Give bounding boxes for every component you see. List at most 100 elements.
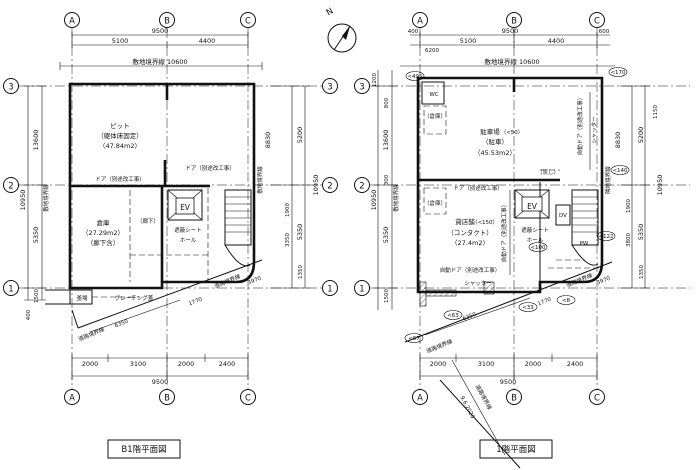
f1-level-170: <170 — [610, 70, 626, 76]
f1-storage-1: （倉庫） — [424, 112, 446, 120]
f1-dim-5200: 5200 — [637, 127, 645, 144]
f1-dim-10950r: 10950 — [656, 175, 664, 196]
f1-dim-400: 400 — [408, 29, 419, 35]
f1-sheet: 遮蔽シート — [521, 226, 549, 234]
f1-ev: EV — [527, 202, 538, 211]
f1-road-b: 道路境界線 — [425, 337, 454, 355]
b1-sheet: 遮蔽シート — [174, 226, 202, 234]
f1-dim-1900: 1900 — [626, 199, 632, 213]
grid-label-b-top: B — [164, 17, 170, 27]
b1-right-dimensions — [270, 85, 310, 289]
b1-boundary-left: 敷地境界線 — [42, 184, 50, 212]
b1-dim-3350: 3350 — [285, 233, 291, 247]
f1-dim-total: 9500 — [502, 27, 519, 35]
f1-boundary-d: 隣地境界線 — [604, 166, 612, 194]
f1-parking-no: （<50） — [501, 129, 524, 136]
b1-road-6350: 道路境界線 — [77, 325, 106, 343]
grid-label-c-bottom: C — [245, 394, 251, 404]
b1-dim-3100: 3100 — [130, 360, 147, 368]
b1-door1: ドア（別途改工事） — [95, 175, 145, 183]
f1-left-dimensions — [374, 70, 398, 310]
f1-dim-600: 600 — [599, 29, 610, 35]
grid-bubble-1-right — [322, 280, 338, 296]
f1-dim-2400: 2400 — [567, 360, 584, 368]
f1-grid-bubble-c-bottom — [589, 389, 605, 405]
f1-level-495: <495 — [407, 74, 423, 80]
b1-ev: EV — [180, 203, 191, 212]
grid-bubble-c-bottom — [240, 389, 256, 405]
f1-dim-3100: 3100 — [478, 360, 495, 368]
b1-boundary-right: 敷地境界線 — [256, 166, 264, 194]
f1-dim-1150: 1150 — [653, 105, 659, 119]
b1-dim-1350: 1350 — [298, 265, 304, 279]
f1-level-100: <100 — [530, 245, 546, 251]
grid-label-1-left: 1 — [8, 285, 13, 295]
b1-dim-total: 9500 — [152, 27, 169, 35]
grid-bubble-3-right — [322, 78, 338, 94]
f1-dim-1200: 1200 — [372, 73, 378, 87]
f1-boundary-a: 敷地境界線 — [392, 184, 400, 212]
f1-dim-6200: 6200 — [425, 48, 439, 54]
b1-dim-bc: 4400 — [199, 37, 216, 45]
b1-dim-3970: 3970 — [247, 275, 263, 286]
f1-wc: WC — [429, 92, 438, 98]
north-arrow: N — [325, 6, 357, 53]
f1-dim-2000: 2000 — [430, 360, 447, 368]
b1-pit-name: ピット — [110, 122, 130, 130]
f1-grid-bubble-a-bottom — [412, 389, 428, 405]
b1-hall: ホール — [180, 237, 197, 244]
f1-level-67: <67 — [408, 336, 420, 342]
f1-dim-5350: 5350 — [382, 227, 390, 244]
f1-plan: A B C A B C 3 2 1 — [354, 12, 690, 469]
f1-grid-label-3-left: 3 — [359, 83, 364, 93]
b1-dim-5350: 5350 — [32, 227, 40, 244]
b1-door2: ドア（別途改工事） — [185, 164, 235, 172]
f1-road-label: 道路境界線 — [474, 383, 494, 411]
b1-left-dimensions — [24, 85, 46, 301]
f1-grid-label-2-left: 2 — [359, 182, 364, 192]
f1-dim-1350: 1350 — [639, 265, 645, 279]
b1-title: B1階平面図 — [121, 444, 166, 455]
b1-dim-boundary: 敷地境界線 10600 — [132, 57, 187, 66]
grid-label-a-top: A — [69, 17, 75, 27]
f1-level-8: <8 — [562, 298, 571, 304]
f1-grid-label-b-top: B — [511, 17, 517, 27]
grid-label-2-right: 2 — [327, 182, 332, 192]
grid-bubble-a-top — [64, 12, 80, 28]
b1-top-dimensions — [59, 32, 263, 70]
f1-level-63: <63 — [447, 313, 459, 319]
grid-bubble-b-top — [159, 12, 175, 28]
f1-pw: PW — [580, 241, 589, 247]
f1-level-33: <33 — [522, 305, 534, 311]
f1-dim-1500: 1500 — [384, 289, 390, 303]
f1-grid-bubble-b-top — [506, 12, 522, 28]
f1-dim-bc: 4400 — [548, 37, 565, 45]
f1-door: ドア（別途改工事） — [453, 184, 503, 192]
grid-label-3-left: 3 — [8, 83, 13, 93]
f1-dim-3800: 3800 — [626, 233, 632, 247]
f1-road-c: 道路境界線 — [565, 271, 594, 289]
b1-grid-lines — [19, 28, 322, 389]
b1-road-boundary — [71, 259, 263, 333]
f1-dim-8830: 8830 — [614, 132, 622, 149]
grid-bubble-2-left — [3, 177, 19, 193]
f1-grid-bubble-2-left — [354, 177, 370, 193]
f1-sink: （流し） — [537, 168, 559, 176]
b1-corridor: （廊下） — [137, 217, 159, 225]
f1-walls — [416, 76, 604, 307]
f1-title-box — [479, 439, 553, 459]
b1-dim-1900: 1900 — [285, 203, 291, 217]
f1-dim-9500b: 9500 — [500, 378, 517, 386]
f1-grid-bubble-c-top — [589, 12, 605, 28]
b1-bottom-dimensions — [71, 354, 249, 380]
f1-grid-label-1-left: 1 — [359, 285, 364, 295]
north-label: N — [325, 6, 336, 18]
b1-dim-2000b: 2000 — [178, 360, 195, 368]
b1-dim-5350r: 5350 — [296, 224, 304, 241]
f1-right-dimensions — [620, 85, 650, 289]
f1-shop-sub: （コンタクト） — [447, 228, 493, 237]
b1-note-pit: 釜場 — [76, 294, 88, 302]
b1-dim-2000: 2000 — [82, 360, 99, 368]
f1-auto-door: 自動ドア（別途改工事） — [440, 266, 501, 274]
grid-label-1-right: 1 — [327, 285, 332, 295]
